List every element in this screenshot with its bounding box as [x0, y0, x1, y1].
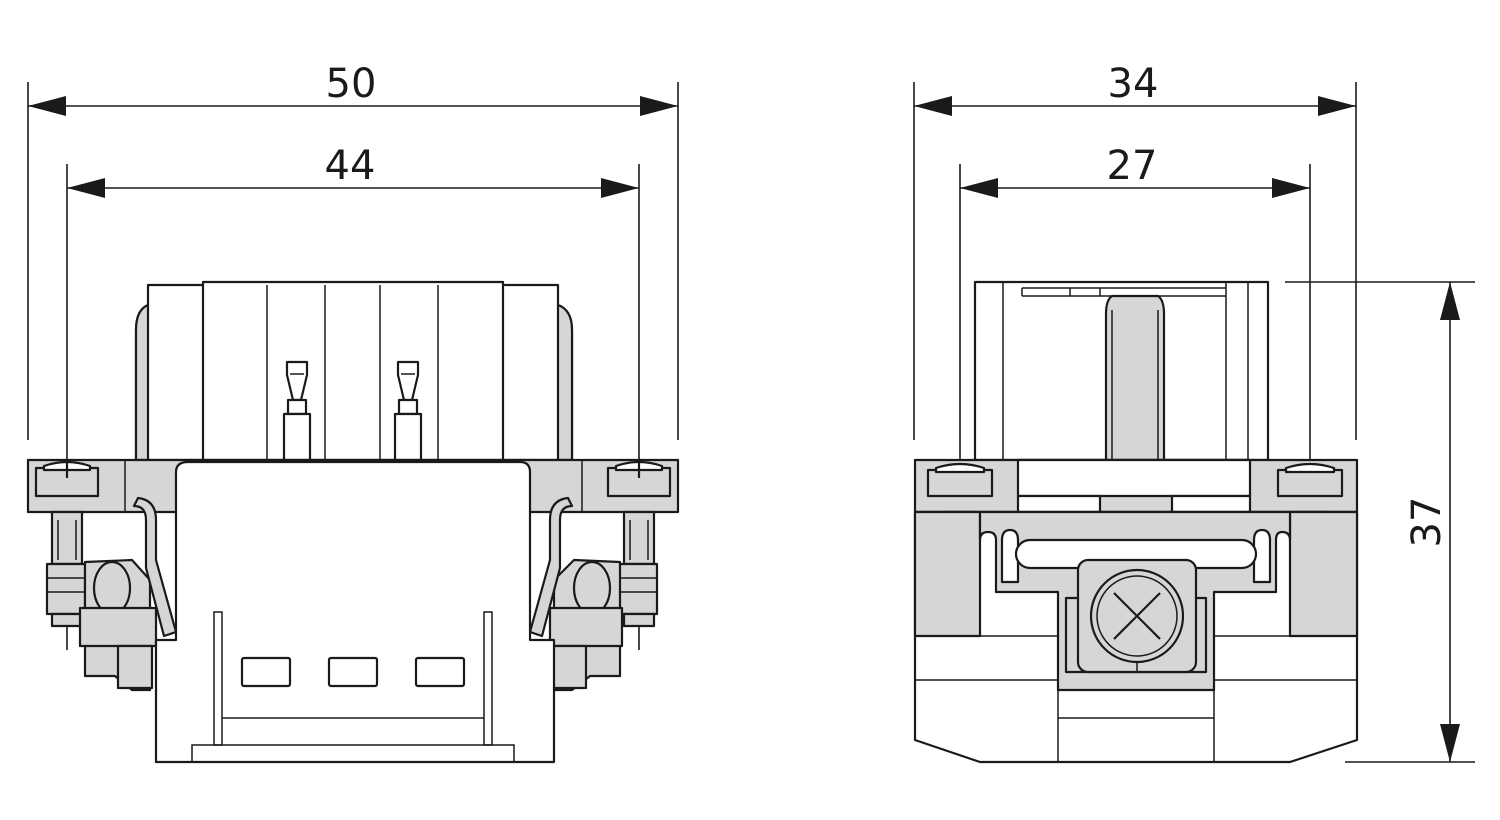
coding-slot-2	[327, 656, 379, 688]
contact-right	[393, 360, 423, 462]
right-screw	[606, 460, 672, 628]
side-height-value: 37	[1404, 497, 1450, 548]
side-height-dimension: 37	[1285, 281, 1475, 763]
side-inner-value: 27	[1107, 143, 1158, 189]
coding-slot-3	[414, 656, 466, 688]
coding-slot-1	[240, 656, 292, 688]
side-overall-value: 34	[1108, 61, 1159, 107]
front-inner-value: 44	[325, 143, 376, 189]
contact-left	[282, 360, 312, 462]
front-overall-dimension: 50	[27, 61, 679, 440]
left-latch	[78, 496, 178, 692]
side-view: 34 27 37	[913, 61, 1475, 764]
left-screw	[34, 460, 100, 628]
side-overall-dimension: 34	[913, 61, 1357, 440]
front-overall-value: 50	[326, 61, 377, 107]
ground-screw-icon	[1076, 558, 1198, 674]
front-view: 50 44	[26, 61, 680, 764]
